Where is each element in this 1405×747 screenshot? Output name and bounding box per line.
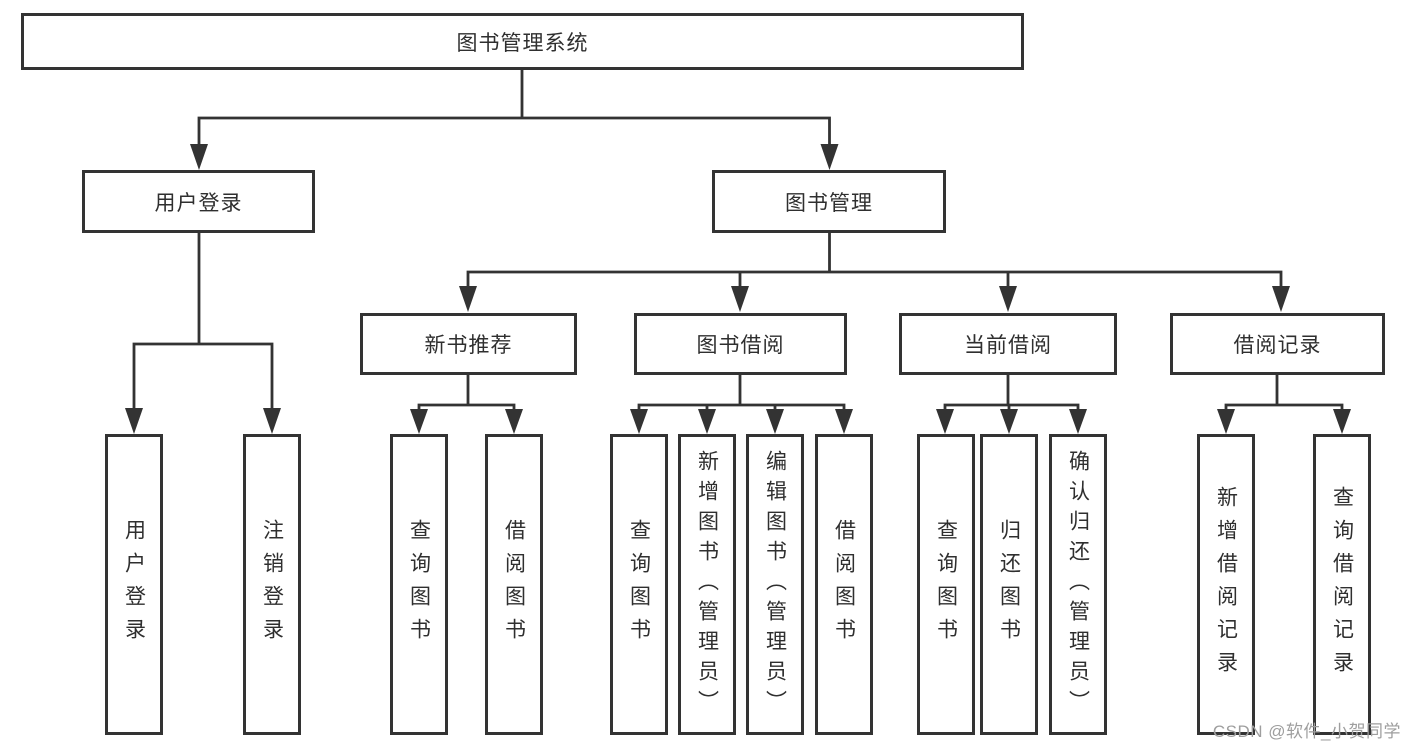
- leaf-query-books-borrow: 查询图书: [610, 434, 668, 735]
- leaf-borrow-books-recommend-label: 借阅图书: [502, 518, 526, 651]
- connector-borrow-record-children: [1224, 375, 1344, 409]
- csdn-watermark: CSDN @软件_小贺同学: [1212, 722, 1401, 741]
- connector-user-login-children: [132, 233, 274, 408]
- leaf-query-books-borrow-label: 查询图书: [627, 518, 651, 651]
- leaf-return-books: 归还图书: [980, 434, 1038, 735]
- node-book-borrow: 图书借阅: [634, 313, 847, 375]
- leaf-query-borrow-record: 查询借阅记录: [1313, 434, 1371, 735]
- connector-book-management-children: [466, 233, 1283, 286]
- node-root-label: 图书管理系统: [456, 31, 589, 55]
- connector-book-borrow-children: [637, 375, 846, 409]
- node-book-borrow-label: 图书借阅: [696, 334, 785, 357]
- leaf-confirm-return-admin: 确认归还（管理员）: [1049, 434, 1107, 735]
- node-borrow-record-label: 借阅记录: [1233, 334, 1322, 357]
- leaf-borrow-books-recommend: 借阅图书: [485, 434, 543, 735]
- leaf-query-borrow-record-label: 查询借阅记录: [1330, 485, 1354, 684]
- node-user-login: 用户登录: [82, 170, 315, 233]
- leaf-logout-label: 注销登录: [260, 518, 284, 651]
- node-current-borrow-label: 当前借阅: [964, 334, 1052, 357]
- leaf-borrow-books: 借阅图书: [815, 434, 873, 735]
- leaf-edit-books-admin-label: 编辑图书（管理员）: [763, 449, 787, 720]
- leaf-query-books-current: 查询图书: [917, 434, 975, 735]
- node-user-login-label: 用户登录: [154, 191, 243, 215]
- leaf-confirm-return-admin-label: 确认归还（管理员）: [1066, 449, 1090, 720]
- leaf-logout: 注销登录: [243, 434, 301, 735]
- leaf-borrow-books-label: 借阅图书: [832, 518, 856, 651]
- leaf-edit-books-admin: 编辑图书（管理员）: [746, 434, 804, 735]
- leaf-query-books-recommend-label: 查询图书: [407, 518, 431, 651]
- connector-new-book-children: [417, 375, 516, 409]
- leaf-add-books-admin-label: 新增图书（管理员）: [695, 449, 719, 720]
- node-new-book-recommend: 新书推荐: [360, 313, 577, 375]
- connector-current-borrow-children: [943, 375, 1080, 409]
- node-root-system: 图书管理系统: [21, 13, 1024, 70]
- leaf-add-borrow-record: 新增借阅记录: [1197, 434, 1255, 735]
- node-new-book-recommend-label: 新书推荐: [424, 334, 513, 357]
- leaf-return-books-label: 归还图书: [997, 518, 1021, 651]
- connector-root-to-level2: [197, 70, 831, 144]
- leaf-add-books-admin: 新增图书（管理员）: [678, 434, 736, 735]
- node-current-borrow: 当前借阅: [899, 313, 1117, 375]
- leaf-user-login: 用户登录: [105, 434, 163, 735]
- leaf-query-books-current-label: 查询图书: [934, 518, 958, 651]
- node-book-management-label: 图书管理: [785, 191, 873, 215]
- node-borrow-record: 借阅记录: [1170, 313, 1385, 375]
- node-book-management: 图书管理: [712, 170, 946, 233]
- leaf-add-borrow-record-label: 新增借阅记录: [1214, 485, 1238, 684]
- leaf-query-books-recommend: 查询图书: [390, 434, 448, 735]
- leaf-user-login-label: 用户登录: [122, 518, 146, 651]
